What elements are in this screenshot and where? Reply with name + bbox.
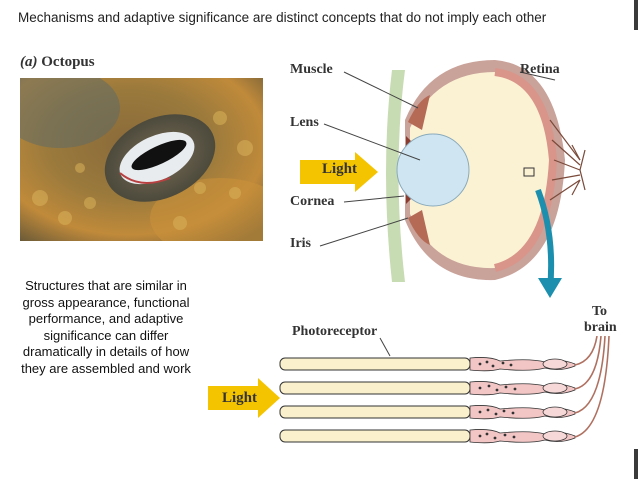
label-light-receptor: Light	[222, 390, 258, 406]
photoreceptor-array	[279, 336, 610, 444]
caption-text: Structures that are similar in gross app…	[21, 278, 191, 376]
corner-bar-top	[634, 0, 638, 30]
panel-label: (a) Octopus	[20, 54, 95, 71]
lens	[396, 133, 470, 207]
label-light-eye: Light	[322, 161, 358, 177]
octopus-eye-photo	[20, 78, 263, 241]
vitreous-chamber	[410, 72, 553, 269]
label-iris: Iris	[290, 236, 311, 251]
photoreceptor-cell-2	[279, 381, 576, 396]
light-arrow-eye	[300, 152, 378, 192]
photoreceptor-cell-4	[279, 429, 576, 444]
label-cornea: Cornea	[290, 194, 335, 209]
leader-lines	[319, 71, 556, 247]
lower-muscle	[408, 210, 430, 245]
skin-layer	[386, 70, 405, 282]
zoom-arrow-head	[538, 278, 562, 298]
label-photoreceptor: Photoreceptor	[292, 324, 378, 339]
light-arrow-receptor-shape	[208, 378, 280, 418]
label-retina: Retina	[520, 62, 560, 77]
photoreceptor-leader	[379, 337, 391, 357]
label-lens: Lens	[290, 115, 319, 130]
photoreceptor-cells	[279, 357, 576, 444]
panel-letter: (a)	[20, 54, 38, 70]
label-muscle: Muscle	[290, 62, 333, 77]
optic-nerve	[549, 119, 586, 201]
octopus-eye-image	[20, 78, 263, 241]
corner-bar-bottom	[634, 449, 638, 479]
light-arrow-eye-shape	[300, 152, 378, 192]
eye-cross-section	[319, 60, 586, 298]
photoreceptor-cell-1	[279, 357, 576, 372]
pigment-granules	[478, 360, 517, 440]
label-brain: brain	[584, 320, 617, 335]
axons	[574, 336, 610, 438]
upper-muscle	[408, 95, 430, 130]
light-arrow-receptor	[208, 378, 280, 418]
zoom-box	[523, 167, 535, 177]
retina-band	[493, 68, 558, 272]
panel-name: Octopus	[41, 54, 95, 70]
slide-title: Mechanisms and adaptive significance are…	[18, 10, 547, 25]
photoreceptor-cell-3	[279, 405, 576, 420]
label-to: To	[592, 304, 608, 319]
